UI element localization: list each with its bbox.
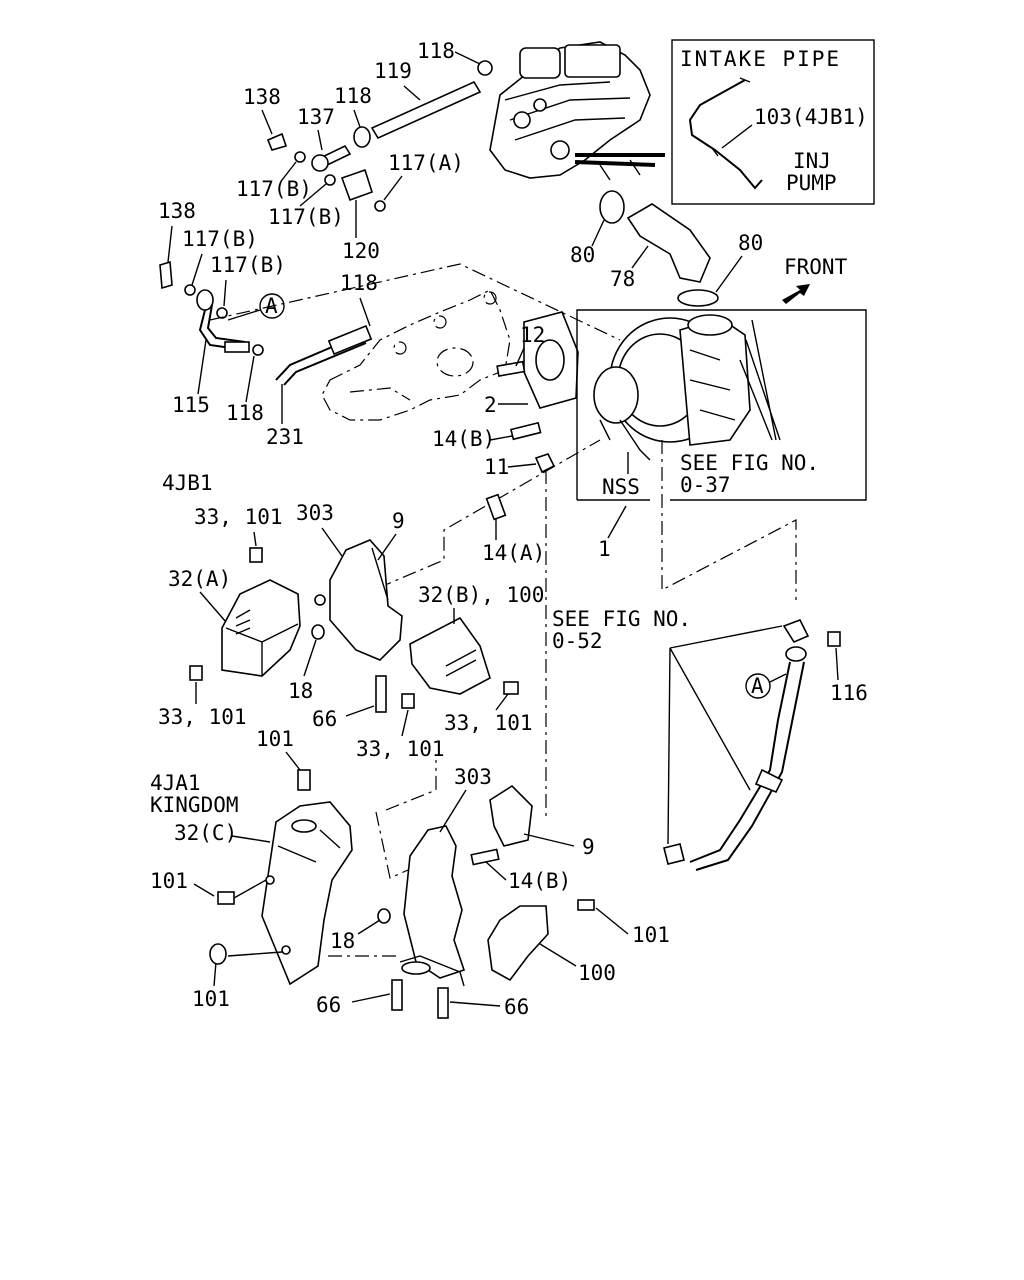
- callout-101-b: 101: [150, 869, 188, 893]
- callout-117b-3: 117(B): [182, 227, 258, 251]
- reference-marker-a-right: A: [745, 673, 787, 699]
- front-label: FRONT: [784, 255, 848, 279]
- pump-label: PUMP: [786, 171, 837, 195]
- reference-marker-a-left: A: [227, 293, 285, 321]
- callout-9-b: 9: [582, 835, 595, 859]
- see-fig-037-line1: SEE FIG NO.: [680, 451, 819, 475]
- see-fig-052-line1: SEE FIG NO.: [552, 607, 691, 631]
- model-4jb1: 4JB1: [162, 471, 213, 495]
- callout-14b-b: 14(B): [508, 869, 571, 893]
- turbo-gasket-and-studs: [496, 311, 579, 474]
- callout-78: 78: [610, 267, 635, 291]
- heat-shield-32a: [189, 547, 301, 681]
- callout-18-b: 18: [330, 929, 355, 953]
- engine-illustration: [489, 41, 665, 181]
- callout-32c: 32(C): [174, 821, 237, 845]
- callout-303-b: 303: [454, 765, 492, 789]
- callout-33-101-d: 33, 101: [444, 711, 533, 735]
- callout-103: 103(4JB1): [754, 105, 868, 129]
- callout-137: 137: [297, 105, 335, 129]
- inj-label: INJ: [793, 149, 831, 173]
- callout-66-c: 66: [504, 995, 529, 1019]
- callout-2: 2: [484, 393, 497, 417]
- nss-label: NSS: [602, 475, 640, 499]
- callout-118-c: 118: [340, 271, 378, 295]
- callout-120: 120: [342, 239, 380, 263]
- exhaust-elbow-4ja1: [377, 784, 595, 1019]
- svg-text:A: A: [751, 674, 764, 698]
- callout-33-101-a: 33, 101: [194, 505, 283, 529]
- callout-100: 100: [578, 961, 616, 985]
- callout-11: 11: [484, 455, 509, 479]
- callout-32a: 32(A): [168, 567, 231, 591]
- exhaust-pipe-right: [663, 618, 841, 871]
- front-arrow: FRONT: [782, 255, 848, 304]
- model-4ja1: 4JA1: [150, 771, 201, 795]
- callout-138-b: 138: [158, 199, 196, 223]
- callout-66-a: 66: [312, 707, 337, 731]
- see-fig-052-line2: 0-52: [552, 629, 603, 653]
- callout-118-d: 118: [226, 401, 264, 425]
- oil-return-pipe-assembly: [159, 260, 373, 386]
- callout-138-a: 138: [243, 85, 281, 109]
- callout-101-a: 101: [256, 727, 294, 751]
- callout-303-a: 303: [296, 501, 334, 525]
- callout-66-b: 66: [316, 993, 341, 1017]
- callout-117a: 117(A): [388, 151, 464, 175]
- callout-119: 119: [374, 59, 412, 83]
- heat-shield-32b-100: [401, 616, 519, 709]
- callout-80-a: 80: [570, 243, 595, 267]
- kingdom-label: KINGDOM: [150, 793, 239, 817]
- callout-231: 231: [266, 425, 304, 449]
- callout-117b-4: 117(B): [210, 253, 286, 277]
- intake-pipe-inset: INTAKE PIPE 103(4JB1) INJ PUMP: [671, 39, 875, 205]
- alignment-lines: [375, 439, 797, 879]
- see-fig-037-frame: SEE FIG NO. 0-37 NSS: [576, 309, 867, 501]
- callout-33-101-b: 33, 101: [158, 705, 247, 729]
- callout-1: 1: [598, 537, 611, 561]
- callout-14a: 14(A): [482, 541, 545, 565]
- callout-14b-a: 14(B): [432, 427, 495, 451]
- callout-118-b: 118: [334, 84, 372, 108]
- heat-shield-32c: [261, 801, 353, 986]
- callout-80-b: 80: [738, 231, 763, 255]
- callout-9-a: 9: [392, 509, 405, 533]
- callout-117b-1: 117(B): [236, 177, 312, 201]
- callout-12: 12: [520, 323, 545, 347]
- see-fig-037-line2: 0-37: [680, 473, 731, 497]
- callout-117b-2: 117(B): [268, 205, 344, 229]
- oil-feed-pipe-assembly: [266, 60, 493, 212]
- turbocharger: [593, 314, 751, 461]
- callout-18-a: 18: [288, 679, 313, 703]
- callout-116: 116: [830, 681, 868, 705]
- callout-115: 115: [172, 393, 210, 417]
- intake-pipe-title: INTAKE PIPE: [680, 47, 841, 71]
- exhaust-elbow-4jb1: [311, 539, 403, 713]
- callout-101-d: 101: [632, 923, 670, 947]
- intake-hose-and-clamps: [599, 190, 719, 307]
- callout-118-top: 118: [417, 39, 455, 63]
- callout-101-c: 101: [192, 987, 230, 1011]
- callout-32b-100: 32(B), 100: [418, 583, 544, 607]
- callout-33-101-c: 33, 101: [356, 737, 445, 761]
